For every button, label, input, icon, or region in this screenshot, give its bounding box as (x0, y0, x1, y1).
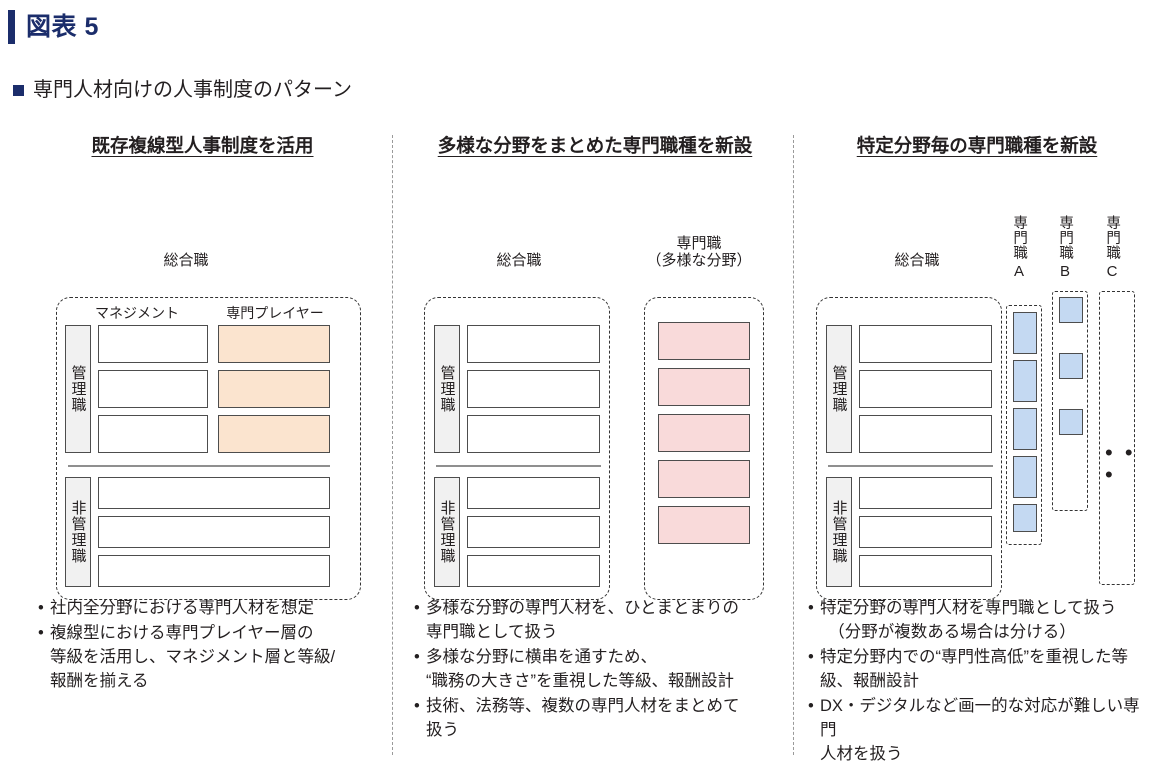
grade-box (859, 370, 992, 409)
page-title: 図表 5 (26, 12, 99, 41)
list-item: • 社内全分野における専門人材を想定 (38, 597, 383, 621)
column-3-header: 特定分野毎の専門職種を新設 (856, 135, 1098, 156)
grade-box (859, 555, 992, 588)
grade-box (98, 516, 330, 549)
rank-label-manager: 管理職 (65, 325, 91, 454)
figure-title-block: 図表 5 (8, 10, 99, 44)
track-label-specialist: 専門職 （多様な分野） (646, 235, 752, 270)
grade-box-specialist (658, 368, 750, 407)
grade-box-specialist-b (1059, 297, 1083, 324)
column-divider-2 (793, 135, 794, 755)
column-divider-1 (392, 135, 393, 755)
specialist-track-label-a: 専門職 A (1011, 215, 1028, 281)
bullet-dot-icon: • (414, 647, 420, 666)
list-item: • 特定分野の専門人材を専門職として扱う （分野が複数ある場合は分ける） (808, 599, 1117, 641)
grade-box-specialist-a (1013, 504, 1037, 533)
rank-divider (828, 465, 993, 468)
grade-box-specialist-a (1013, 360, 1037, 403)
subtitle-block: 専門人材向けの人事制度のパターン (13, 80, 352, 100)
list-item: • 特定分野内での“専門性高低”を重視した等 級、報酬設計 (808, 647, 1128, 690)
grade-box (859, 477, 992, 510)
ellipsis-indicator: • • • (1105, 440, 1136, 488)
grade-box-specialist-b (1059, 409, 1083, 436)
rank-label-non-manager: 非管理職 (434, 477, 460, 588)
specialist-track-label-c: 専門職 C (1104, 215, 1121, 281)
grade-box-specialist-b (1059, 353, 1083, 380)
track-label-sougoushoku: 総合職 (894, 252, 940, 270)
column-3-bullets: • 特定分野の専門人材を専門職として扱う （分野が複数ある場合は分ける） • 特… (808, 597, 1156, 767)
column-2-header: 多様な分野をまとめた専門職種を新設 (437, 135, 753, 156)
grade-box (98, 477, 330, 510)
rank-divider (436, 465, 601, 468)
grade-box-specialist (658, 460, 750, 499)
title-accent-bar (8, 10, 15, 44)
grade-box-specialist-a (1013, 312, 1037, 355)
grade-box-specialist (658, 506, 750, 545)
bullet-dot-icon: • (808, 647, 814, 666)
column-2-bullets: • 多様な分野の専門人材を、ひとまとまりの 専門職として扱う • 多様な分野に横… (414, 597, 789, 744)
pattern-column-2: 多様な分野をまとめた専門職種を新設 総合職 専門職 （多様な分野） 管理職 非管… (404, 135, 786, 739)
grade-box (859, 516, 992, 549)
grade-box-specialist (218, 325, 330, 364)
specialist-c-container (1099, 291, 1135, 586)
track-label-sougoushoku: 総合職 (496, 252, 542, 270)
sub-label-specialist-player: 専門プレイヤー (226, 305, 324, 322)
rank-label-non-manager: 非管理職 (826, 477, 852, 588)
grade-box (859, 325, 992, 364)
bullet-dot-icon: • (808, 599, 814, 617)
grade-box (98, 370, 208, 409)
bullet-dot-icon: • (38, 623, 44, 642)
list-item: • 技術、法務等、複数の専門人材をまとめて 扱う (414, 696, 740, 739)
grade-box-specialist (218, 370, 330, 409)
rank-label-non-manager: 非管理職 (65, 477, 91, 588)
sub-label-management: マネジメント (95, 305, 179, 322)
track-label-sougoushoku: 総合職 (163, 252, 209, 270)
list-item: • 多様な分野に横串を通すため、 “職務の大きさ”を重視した等級、報酬設計 (414, 647, 734, 690)
bullet-dot-icon: • (414, 599, 420, 617)
grade-box-specialist (658, 414, 750, 453)
list-item: • DX・デジタルなど画一的な対応が難しい専門 人材を扱う (808, 696, 1140, 763)
grade-box (467, 516, 600, 549)
list-item: • 多様な分野の専門人材を、ひとまとまりの 専門職として扱う (414, 599, 740, 641)
pattern-column-3: 特定分野毎の専門職種を新設 総合職 専門職 A 専門職 B 専門職 C 管理職 … (802, 135, 1152, 763)
grade-box (467, 555, 600, 588)
grade-box-specialist (658, 322, 750, 361)
bullet-dot-icon: • (414, 696, 420, 715)
column-1-bullets: • 社内全分野における専門人材を想定 • 複線型における専門プレイヤー層の 等級… (38, 597, 383, 695)
pattern-column-1: 既存複線型人事制度を活用 総合職 マネジメント 専門プレイヤー 管理職 非管理職… (20, 135, 385, 690)
grade-box (859, 415, 992, 454)
grade-box (467, 477, 600, 510)
rank-divider (68, 465, 330, 468)
bullet-dot-icon: • (38, 599, 44, 617)
rank-label-manager: 管理職 (434, 325, 460, 454)
bullet-dot-icon: • (808, 696, 814, 715)
grade-box (467, 325, 600, 364)
list-item: • 複線型における専門プレイヤー層の 等級を活用し、マネジメント層と等級/ 報酬… (38, 623, 336, 690)
column-1-header: 既存複線型人事制度を活用 (91, 135, 314, 156)
grade-box (98, 555, 330, 588)
grade-box-specialist-a (1013, 456, 1037, 499)
square-bullet-icon (13, 84, 24, 96)
grade-box (98, 325, 208, 364)
grade-box (467, 415, 600, 454)
specialist-track-label-b: 専門職 B (1057, 215, 1074, 281)
rank-label-manager: 管理職 (826, 325, 852, 454)
grade-box-specialist-a (1013, 408, 1037, 451)
grade-box-specialist (218, 415, 330, 454)
subtitle: 専門人材向けの人事制度のパターン (33, 79, 352, 101)
grade-box (467, 370, 600, 409)
grade-box (98, 415, 208, 454)
specialist-b-container (1052, 291, 1088, 512)
